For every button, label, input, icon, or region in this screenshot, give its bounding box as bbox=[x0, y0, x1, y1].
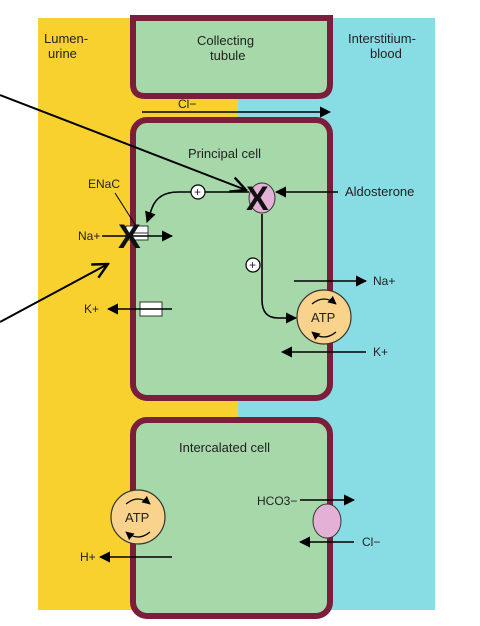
principal-cell bbox=[130, 117, 333, 401]
hco3-label: HCO3− bbox=[257, 494, 297, 508]
intercalated-atp-cycle-bottom bbox=[125, 531, 151, 541]
enac-label: ENaC bbox=[88, 177, 120, 191]
plus-badge-upper-icon bbox=[190, 184, 206, 200]
lumen-label: Lumen-urine bbox=[44, 31, 88, 61]
k-basolateral-label: K+ bbox=[373, 345, 388, 359]
chloride-label-top: Cl− bbox=[178, 97, 196, 111]
receptor-to-pump-arrow bbox=[261, 214, 298, 324]
principal-atp-label: ATP bbox=[311, 310, 335, 325]
hco3-cl-exchanger bbox=[312, 503, 342, 539]
principal-atp-cycle-bottom bbox=[311, 331, 337, 341]
interstitium-label: Interstitium-blood bbox=[348, 31, 416, 61]
callout-arrow-upper bbox=[0, 94, 246, 190]
enac-pointer bbox=[114, 192, 137, 227]
cl-intercalated-label: Cl− bbox=[362, 535, 380, 549]
aldosterone-receptor bbox=[248, 182, 276, 214]
plus-badge-upper-text: + bbox=[194, 185, 201, 199]
principal-atp-cycle-top bbox=[311, 295, 337, 305]
intercalated-cell-title: Intercalated cell bbox=[179, 440, 270, 455]
receptor-block-x-mark: X bbox=[246, 180, 269, 218]
h-atpase-pump-icon bbox=[110, 489, 166, 545]
h-label: H+ bbox=[80, 550, 96, 564]
plus-badge-lower-icon bbox=[245, 257, 261, 273]
intercalated-atp-label: ATP bbox=[125, 510, 149, 525]
principal-cell-title: Principal cell bbox=[188, 146, 261, 161]
na-basolateral-label: Na+ bbox=[373, 274, 395, 288]
receptor-to-enac-arrow bbox=[145, 191, 249, 224]
k-apical-label: K+ bbox=[84, 302, 99, 316]
aldosterone-label: Aldosterone bbox=[345, 184, 414, 199]
enac-block-x-mark: X bbox=[118, 218, 141, 256]
intercalated-atp-cycle-top bbox=[125, 495, 151, 505]
plus-badge-lower-text: + bbox=[249, 258, 256, 272]
na-apical-label: Na+ bbox=[78, 229, 100, 243]
tubule-top-wall bbox=[130, 15, 333, 99]
na-k-atpase-pump-icon bbox=[296, 289, 352, 345]
callout-arrow-lower bbox=[0, 264, 108, 323]
